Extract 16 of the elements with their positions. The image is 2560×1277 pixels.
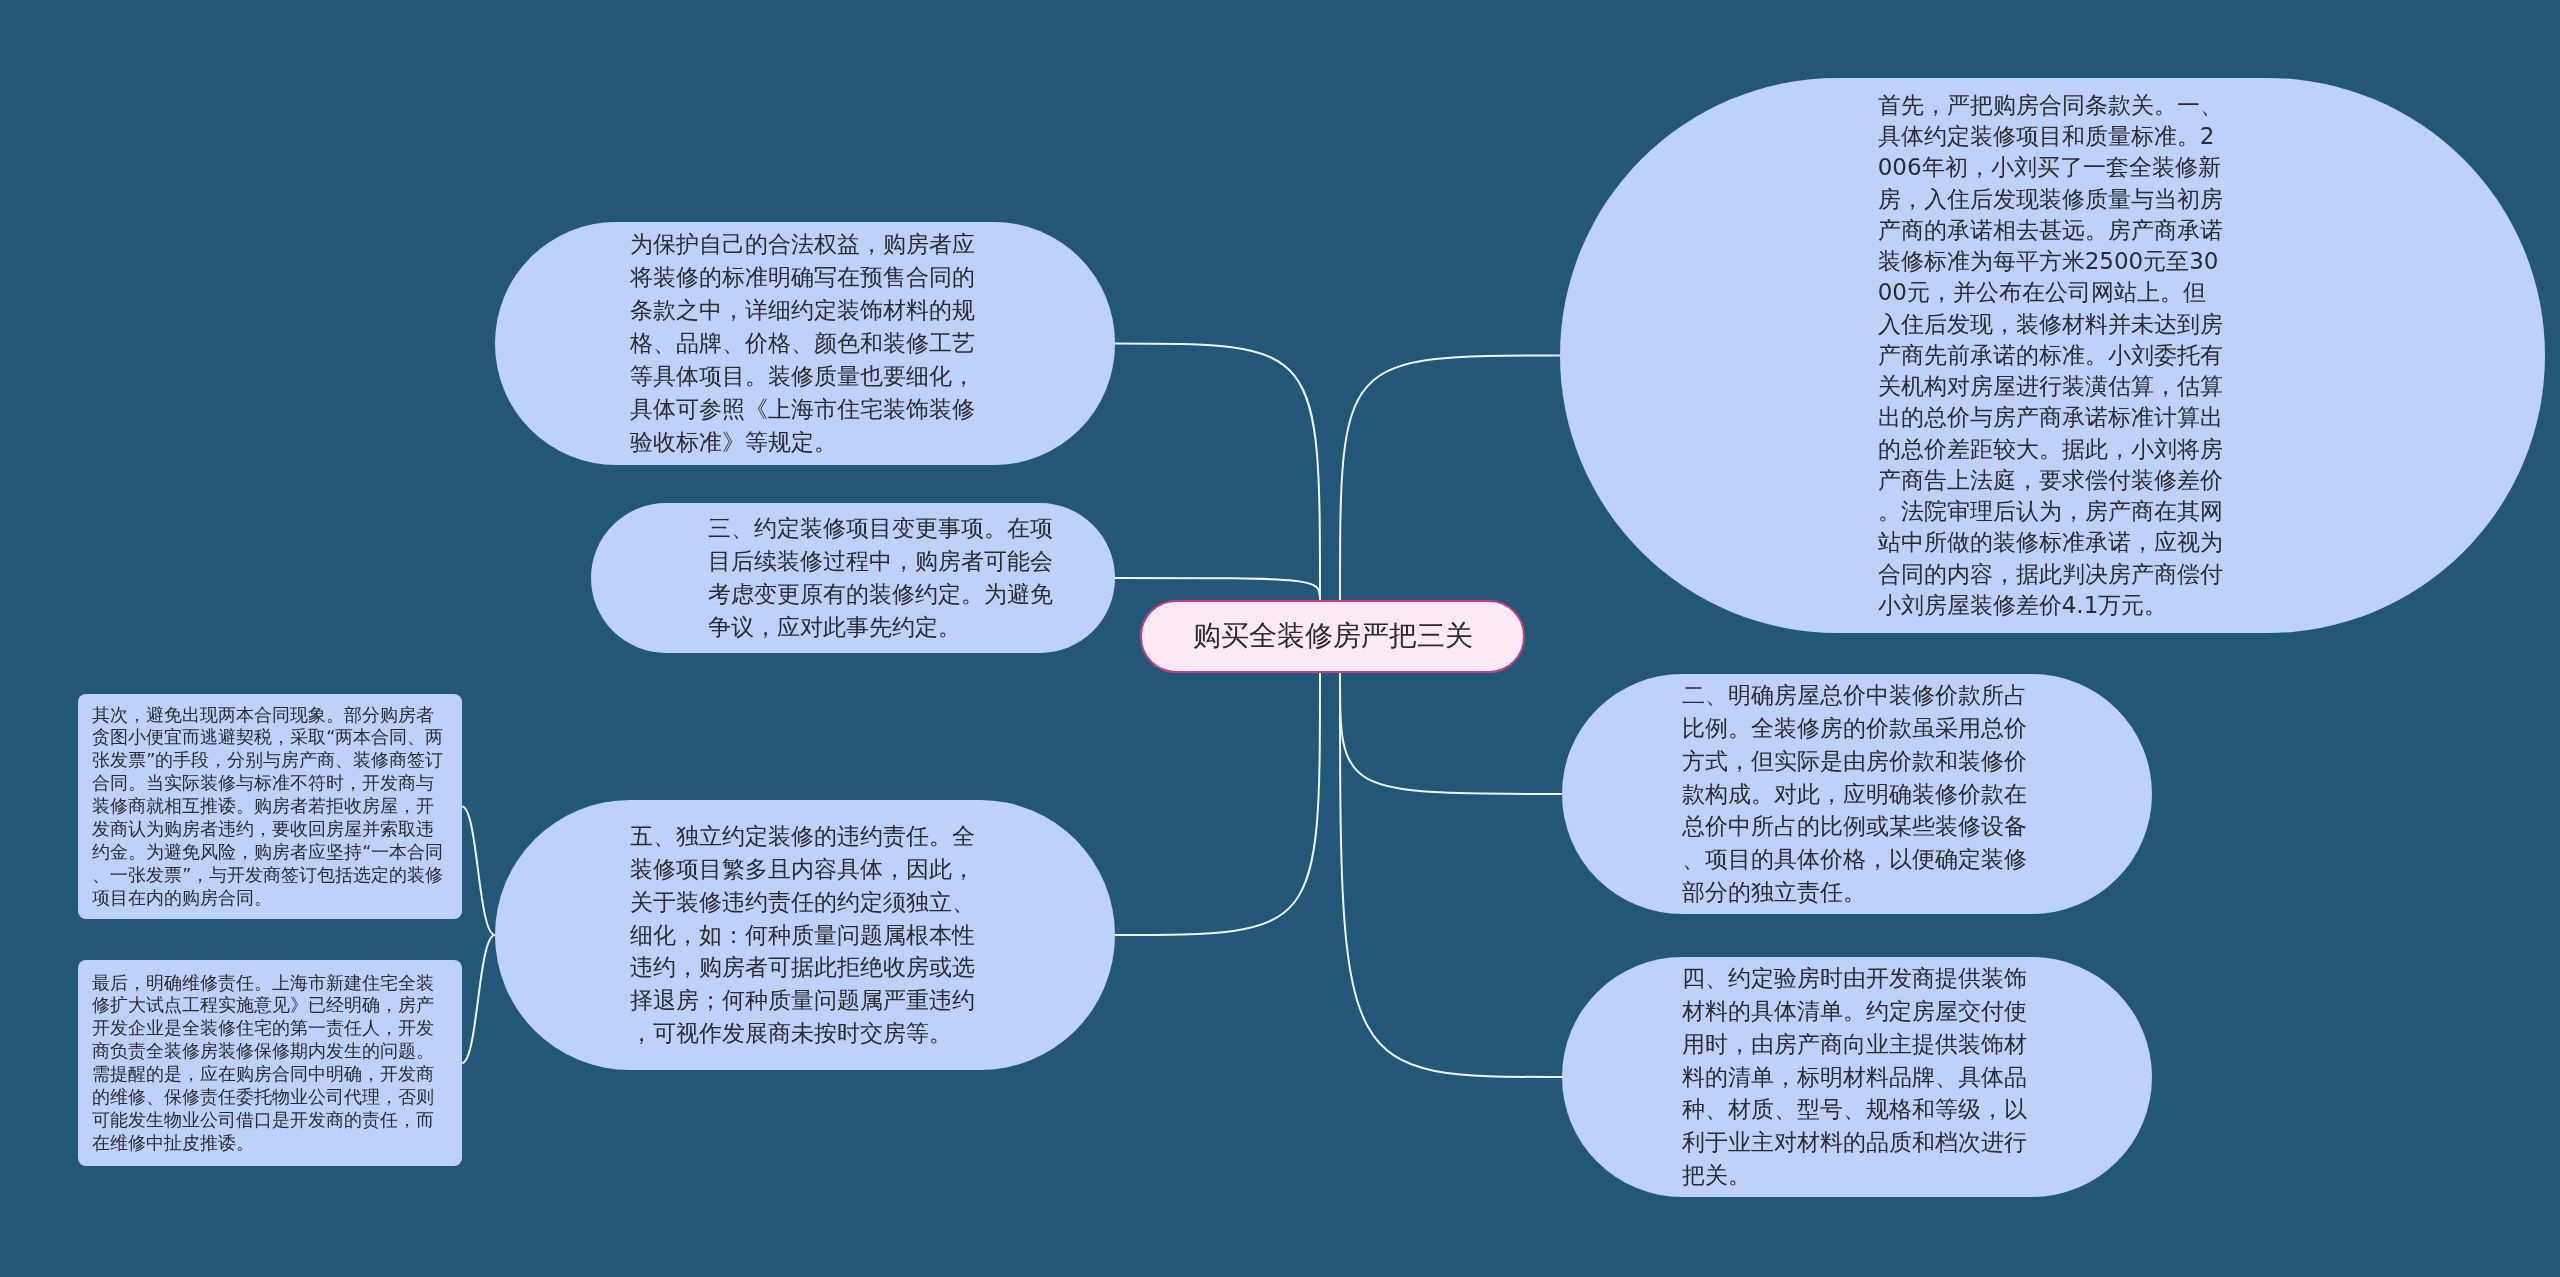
note-text: 最后，明确维修责任。上海市新建住宅全装修扩大试点工程实施意见》已经明确，房产开发企业是全装修住宅的第一责任人，开发商负责全装修房装修保修期内发生的问题。需提醒的是，应在购房合同中明确，开发商的维修、保修责任委托物业公司代理，否则可能发生物业公司借口是开发商的责任，而在维修中扯皮推诿。 — [92, 971, 436, 1155]
bubble-text: 四、约定验房时由开发商提供装饰材料的具体清单。约定房屋交付使用时，由房产商向业主提供装饰材料的清单，标明材料品牌、具体品种、材质、型号、规格和等级，以利于业主对材料的品质和档次进行把关。 — [1682, 963, 2029, 1191]
bubble-text: 为保护自己的合法权益，购房者应将装修的标准明确写在预售合同的条款之中，详细约定装饰材料的规格、品牌、价格、颜色和装修工艺等具体项目。装修质量也要细化，具体可参照《上海市住宅装饰装修验收标准》等规定。 — [630, 230, 977, 457]
connector-line — [1114, 672, 1321, 936]
connector-line — [461, 805, 496, 936]
connector-line — [1339, 354, 1561, 601]
topic-title: 购买全装修房严把三关 — [1192, 618, 1473, 655]
bubble-text: 五、独立约定装修的违约责任。全装修项目繁多且内容具体，因此，关于装修违约责任的约定须独立、细化，如：何种质量问题属根本性违约，购房者可据此拒绝收房或选择退房；何种质量问题属严重违约，可视作发展商未按时交房等。 — [630, 821, 977, 1049]
note-text: 其次，避免出现两本合同现象。部分购房者贪图小便宜而逃避契税，采取“两本合同、两张发票”的手段，分别与房产商、装修商签订合同。当实际装修与标准不符时，开发商与装修商就相互推诿。购房者若拒收房屋，开发商认为购房者违约，要收回房屋并索取违约金。为避免风险，购房者应坚持“一本合同、一张发票”，与开发商签订包括选定的装修项目在内的购房合同。 — [92, 703, 445, 910]
note-card — [78, 960, 462, 1166]
bubble-text: 三、约定装修项目变更事项。在项目后续装修过程中，购房者可能会考虑变更原有的装修约定。为避免争议，应对此事先约定。 — [708, 514, 1055, 642]
bubble-text: 首先，严把购房合同条款关。一、具体约定装修项目和质量标准。2006年初，小刘买了一套全装修新房，入住后发现装修质量与当初房产商的承诺相去甚远。房产商承诺装修标准为每平方米2500元至3000元，并公布在公司网站上。但入住后发现，装修材料并未达到房产商先前承诺的标准。小刘委托有关机构对房屋进行装潢估算，估算出的总价与房产商承诺标准计算出的总价差距较大。据此，小刘将房产商告上法庭，要求偿付装修差价。法院审理后认为，房产商在其网站中所做的装修标准承诺，应视为合同的内容，据此判决房产商偿付小刘房屋装修差价4.1万元。 — [1877, 90, 2224, 620]
note-card — [78, 694, 462, 919]
connector-line — [461, 934, 496, 1064]
connector-line — [1114, 577, 1321, 601]
bubble-text: 二、明确房屋总价中装修价款所占比例。全装修房的价款虽采用总价方式，但实际是由房价款和装修价款构成。对此，应明确装修价款在总价中所占的比例或某些装修设备、项目的具体价格，以便确定装修部分的独立责任。 — [1682, 680, 2029, 908]
